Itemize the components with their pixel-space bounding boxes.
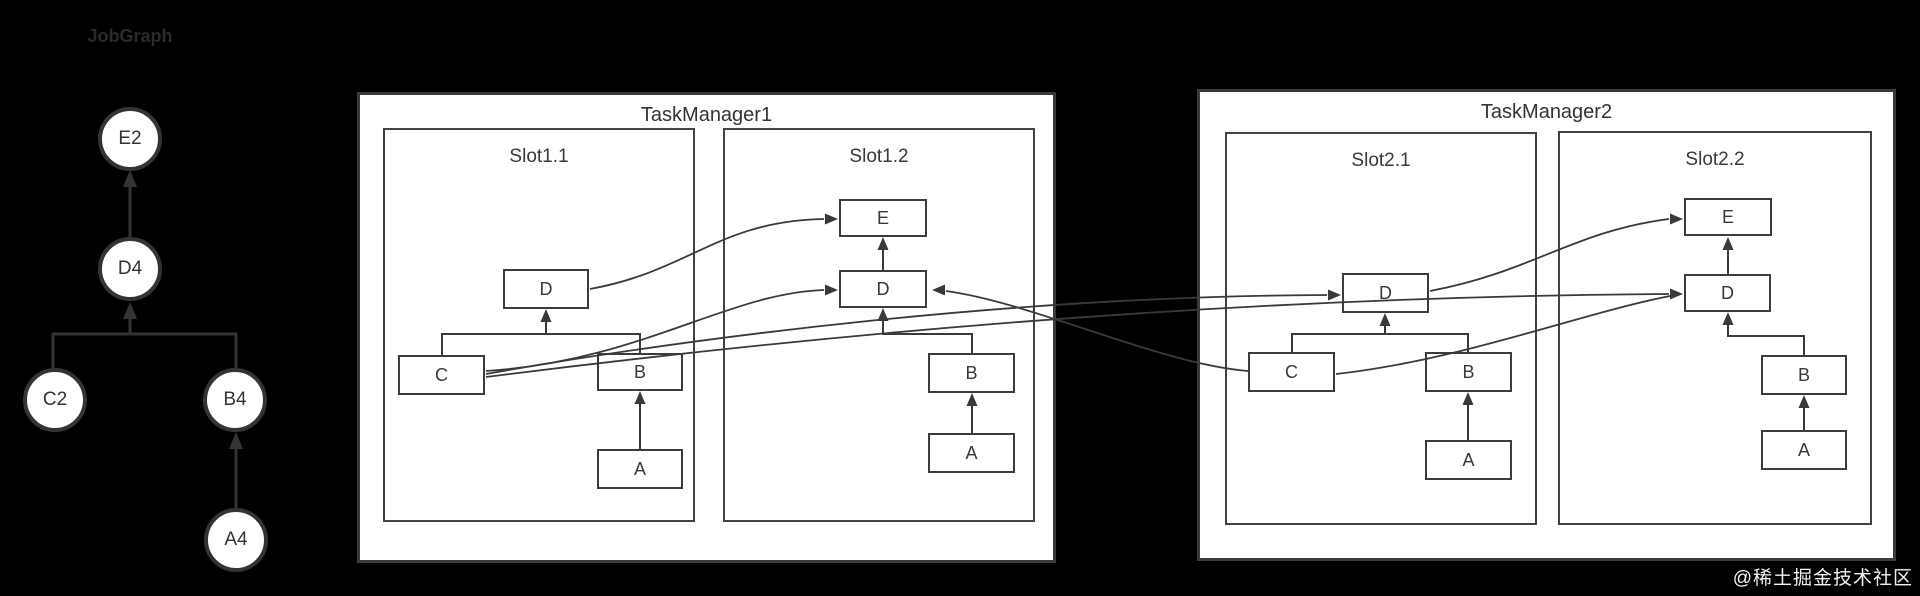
- task-slot2-2-A: A: [1761, 430, 1847, 470]
- task-slot2-1-D: D: [1342, 273, 1429, 313]
- arrowhead-up-B4: [229, 432, 243, 449]
- jobgraph-node-C2: C2: [23, 368, 87, 432]
- taskmanager1-title: TaskManager1: [640, 104, 773, 126]
- watermark-text: @稀土掘金技术社区: [1732, 568, 1913, 589]
- jobgraph-node-E2: E2: [98, 107, 162, 171]
- jobgraph-edges: [51, 170, 243, 508]
- slot-1-1-title: Slot1.1: [509, 146, 569, 167]
- arrowhead-up-D4: [123, 302, 137, 319]
- task-slot1-2-E: E: [839, 199, 927, 237]
- task-slot2-1-C: C: [1248, 352, 1335, 392]
- slot-2-1-title: Slot2.1: [1351, 150, 1411, 171]
- edge-C2-B4-junction: [51, 332, 238, 368]
- task-slot2-2-D: D: [1684, 274, 1771, 312]
- task-slot1-2-A: A: [928, 433, 1015, 473]
- task-slot2-1-B: B: [1425, 352, 1512, 392]
- task-slot1-1-D: D: [503, 269, 589, 309]
- slot-2-2-title: Slot2.2: [1685, 149, 1745, 170]
- jobgraph-node-D4: D4: [98, 237, 162, 301]
- jobgraph-node-B4: B4: [203, 368, 267, 432]
- task-slot1-2-B: B: [928, 353, 1015, 393]
- task-slot1-2-D: D: [839, 270, 927, 308]
- task-slot2-2-B: B: [1761, 355, 1847, 395]
- task-slot2-2-E: E: [1684, 198, 1772, 236]
- task-slot1-1-C: C: [398, 355, 485, 395]
- jobgraph-node-A4: A4: [204, 508, 268, 572]
- task-slot2-1-A: A: [1425, 440, 1512, 480]
- slot-1-2-title: Slot1.2: [849, 146, 909, 167]
- task-slot1-1-B: B: [597, 353, 683, 391]
- task-slot1-1-A: A: [597, 449, 683, 489]
- arrowhead-up-E2: [123, 170, 137, 187]
- jobgraph-title: JobGraph: [87, 26, 173, 46]
- taskmanager2-title: TaskManager2: [1480, 101, 1613, 123]
